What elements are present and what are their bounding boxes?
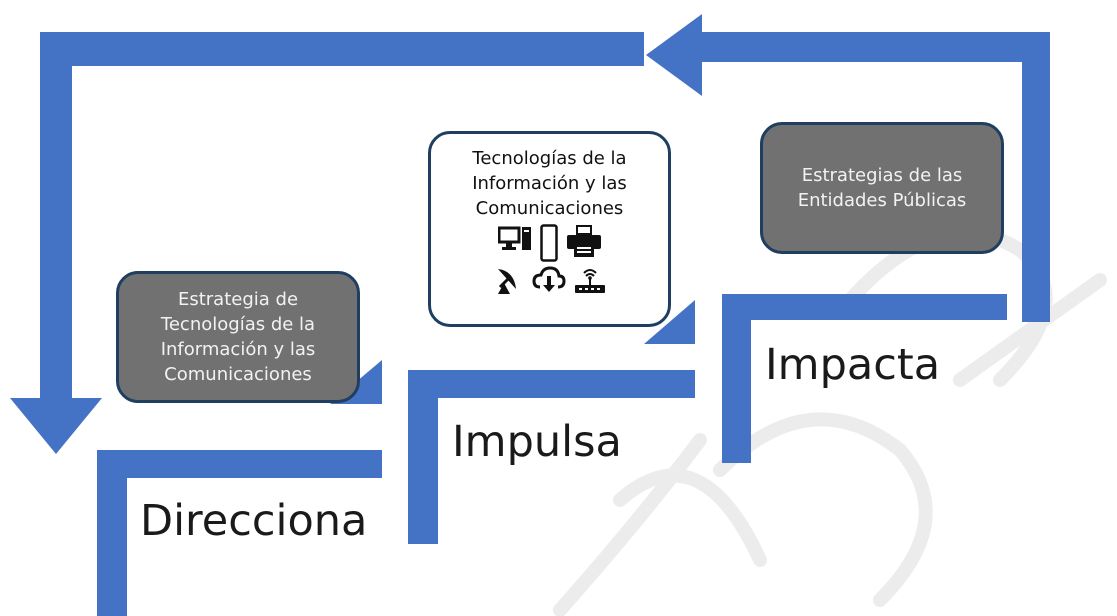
step-3-tread	[722, 294, 1007, 320]
icon-row-connectivity	[494, 265, 606, 295]
step-2-corner-triangle	[644, 300, 695, 344]
box-line: Tecnologías de la	[160, 314, 316, 335]
step-label-impacta: Impacta	[765, 340, 941, 390]
top-bar-right	[700, 32, 1050, 62]
box-line: Entidades Públicas	[797, 190, 967, 211]
box-tecnologias: Tecnologías de la Información y las Comu…	[428, 131, 671, 327]
step-2-riser	[408, 370, 438, 544]
box-line: Tecnologías de la	[472, 148, 627, 169]
printer-icon	[566, 225, 601, 257]
icon-row-devices	[497, 224, 602, 262]
down-arrowhead	[10, 398, 102, 454]
right-vertical-bar	[1022, 32, 1050, 322]
box-line: Comunicaciones	[475, 198, 624, 219]
box-line: Estrategia de	[177, 289, 299, 310]
top-arrowhead	[646, 14, 702, 96]
step-1-tread	[97, 450, 382, 478]
desktop-computer-icon	[497, 226, 531, 250]
box-estrategias-entidades: Estrategias de las Entidades Públicas	[760, 122, 1004, 254]
box-line: Estrategias de las	[801, 165, 963, 186]
box-line: Información y las	[472, 173, 627, 194]
step-label-direcciona: Direcciona	[140, 496, 368, 546]
box-line: Información y las	[160, 339, 316, 360]
left-vertical-bar	[40, 32, 72, 402]
wireless-router-icon	[574, 269, 605, 293]
top-bar-left	[40, 32, 644, 66]
cloud-download-icon	[531, 266, 566, 292]
step-3-riser	[722, 294, 751, 463]
satellite-dish-icon	[497, 269, 516, 294]
smartphone-icon	[539, 224, 558, 262]
step-label-impulsa: Impulsa	[452, 417, 622, 467]
step-2-tread	[408, 370, 695, 398]
box-line: Comunicaciones	[164, 364, 312, 385]
box-estrategia-ti: Estrategia de Tecnologías de la Informac…	[116, 271, 360, 403]
